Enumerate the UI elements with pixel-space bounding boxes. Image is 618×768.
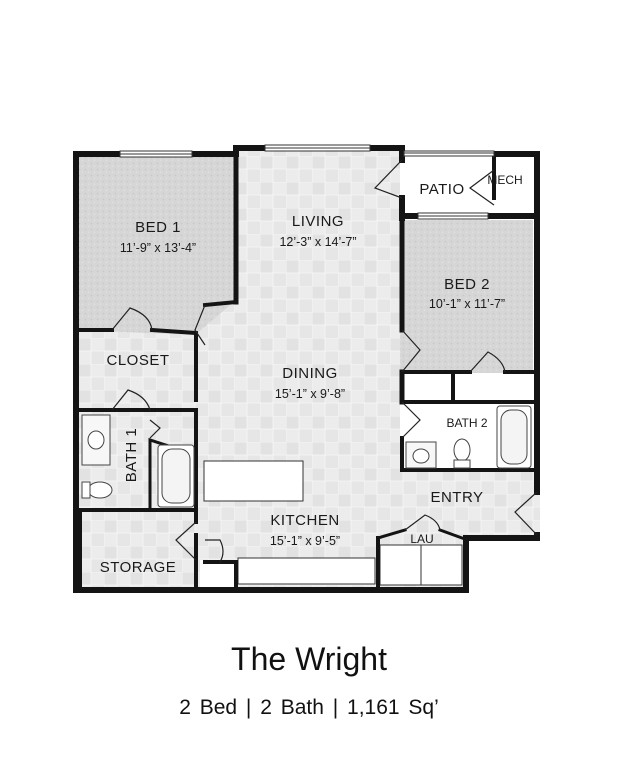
bed1-floor [78,155,236,335]
windows [119,144,495,220]
room-labels: BED 1 11’-9” x 13’-4” LIVING 12’-3” x 14… [100,173,523,576]
toilet-bath1 [87,481,113,499]
storage-label: STORAGE [100,559,177,576]
plan-title: The Wright [231,641,387,677]
kitchen-dims: 15’-1” x 9’-5” [270,534,340,548]
plan-details: 2 Bed | 2 Bath | 1,161 Sq’ [179,696,439,719]
floor-plan: BED 1 11’-9” x 13’-4” LIVING 12’-3” x 14… [73,144,540,593]
mech-label: MECH [487,173,522,187]
kitchen-counter [237,557,376,585]
patio-label: PATIO [419,181,464,198]
toilet-bath2 [453,438,471,462]
walls [73,145,540,593]
patio-floor [404,155,494,213]
dining-dims: 15’-1” x 9’-8” [275,387,345,401]
lau-label: LAU [410,532,433,546]
bed1-dims: 11’-9” x 13’-4” [120,241,196,255]
sink-bath2 [412,448,430,464]
counter-island [203,460,304,502]
fixtures [81,405,532,508]
bed2-floor [400,220,533,373]
bath2-label: BATH 2 [446,416,487,430]
entry-label: ENTRY [430,489,483,506]
mech-floor [494,155,534,213]
closet-label: CLOSET [106,352,169,369]
kitchen-label: KITCHEN [270,512,339,529]
bed2-dims: 10’-1” x 11’-7” [429,297,505,311]
doors [111,159,538,563]
bed2-label: BED 2 [444,276,490,293]
living-label: LIVING [292,213,344,230]
bath1-label: BATH 1 [123,428,140,482]
sink-bath1 [87,430,105,450]
dining-label: DINING [282,365,338,382]
living-dims: 12’-3” x 14’-7” [279,235,356,249]
bed1-label: BED 1 [135,219,181,236]
